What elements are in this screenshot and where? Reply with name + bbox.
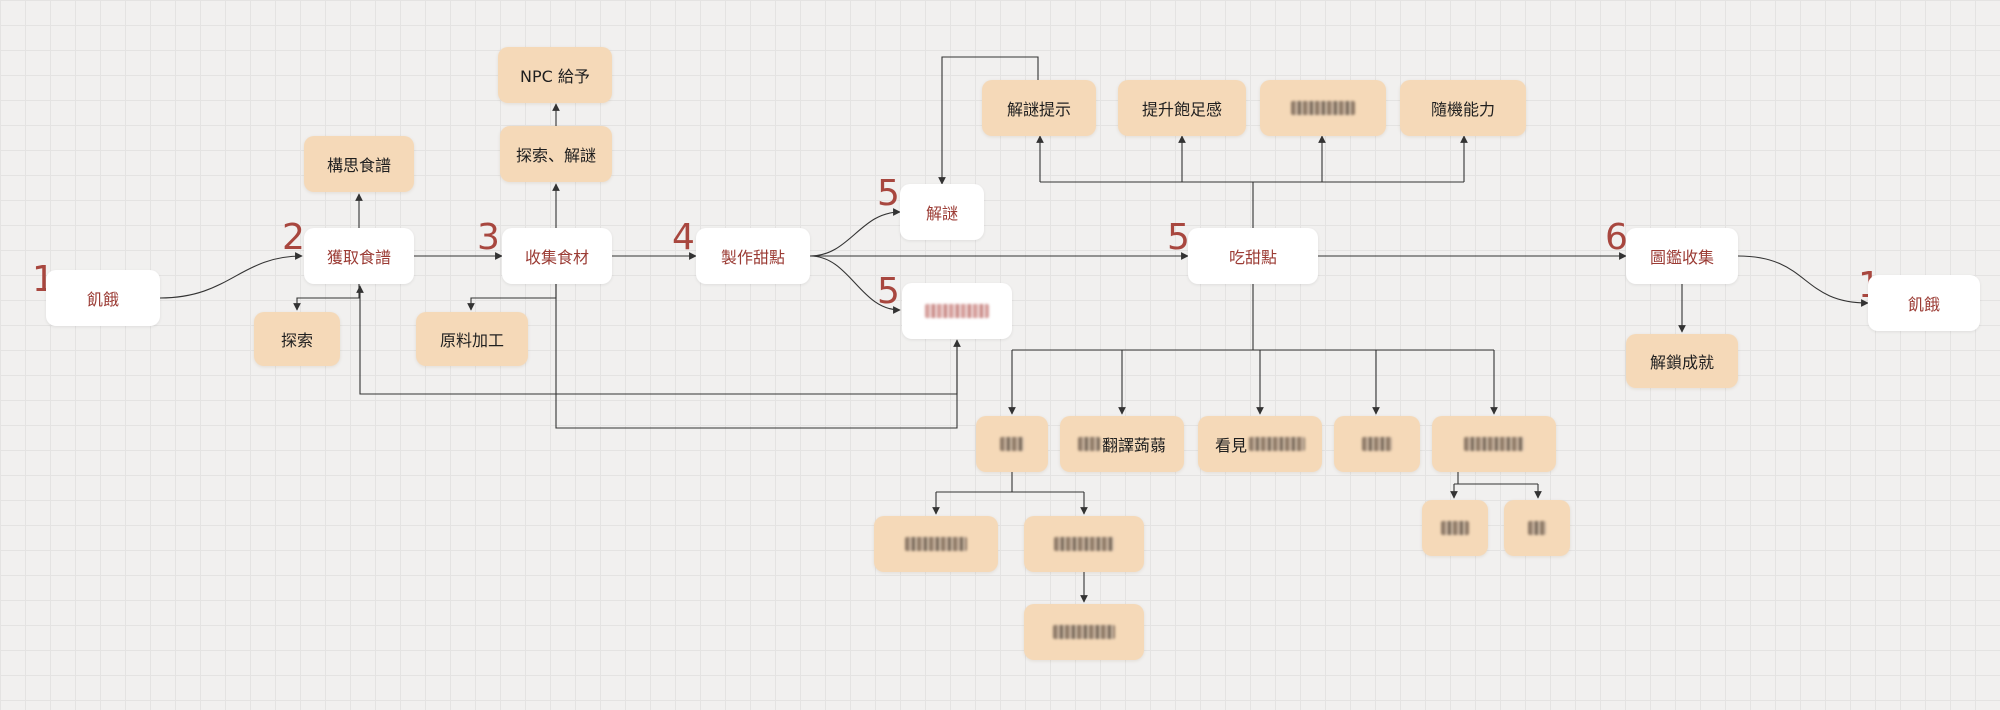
redacted-text [1528, 521, 1546, 535]
node-label: 吃甜點 [1228, 248, 1277, 267]
node-label: 探索 [280, 331, 313, 350]
step-number-make: 4 [672, 217, 695, 258]
edge-eat-downbus [1012, 284, 1494, 351]
node-eat-dessert[interactable]: 吃甜點 [1188, 228, 1318, 284]
redacted-text [1291, 101, 1355, 115]
node-label: 圖鑑收集 [1649, 248, 1714, 267]
node-collect-ingredients[interactable]: 收集食材 [502, 228, 612, 284]
edge-make-puzzle [809, 208, 901, 257]
node-eat-result-4[interactable] [1334, 416, 1420, 472]
step-number-get-recipe: 2 [282, 217, 305, 258]
node-label: 飢餓 [1907, 295, 1940, 314]
step-number-blurred-branch: 5 [877, 271, 900, 312]
redacted-text [1053, 625, 1115, 639]
edge-eat-upbus [1040, 181, 1464, 228]
node-label: 翻譯蒟蒻 [1101, 436, 1166, 455]
node-hunger-left[interactable]: 飢餓 [46, 270, 160, 326]
node-make-dessert[interactable]: 製作甜點 [696, 228, 810, 284]
edge-make-blurred [809, 255, 901, 314]
node-result5-child-2[interactable] [1504, 500, 1570, 556]
node-label: 解謎 [925, 204, 958, 223]
redacted-text [1464, 437, 1524, 451]
step-number-collect: 3 [477, 217, 500, 258]
redacted-text [1441, 521, 1469, 535]
node-label: 原料加工 [439, 331, 504, 350]
node-label: 獲取食譜 [326, 248, 391, 267]
step-number-eat: 5 [1167, 217, 1190, 258]
node-label: 構思食譜 [326, 156, 391, 175]
redacted-text [1077, 437, 1100, 451]
node-puzzle-hint[interactable]: 解謎提示 [982, 80, 1096, 136]
node-puzzle[interactable]: 解謎 [900, 184, 984, 240]
redacted-text [1000, 437, 1024, 451]
node-result1-grandchild[interactable] [1024, 604, 1144, 660]
node-collection[interactable]: 圖鑑收集 [1626, 228, 1738, 284]
node-eat-result-see[interactable]: 看見 [1198, 416, 1322, 472]
step-number-collection: 6 [1605, 217, 1628, 258]
node-satiety[interactable]: 提升飽足感 [1118, 80, 1246, 136]
node-label: 製作甜點 [720, 248, 785, 267]
node-eat-result-translate[interactable]: 翻譯蒟蒻 [1060, 416, 1184, 472]
node-explore-puzzle[interactable]: 探索、解謎 [500, 126, 612, 182]
edge-hint-puzzle [938, 56, 1039, 185]
node-label: 解謎提示 [1006, 100, 1071, 119]
edge-blurred-recipe-loop [356, 285, 958, 395]
node-get-recipe[interactable]: 獲取食譜 [304, 228, 414, 284]
step-number-puzzle: 5 [877, 173, 900, 214]
redacted-text [1249, 437, 1305, 451]
edge-d1-children [936, 472, 1084, 493]
node-eat-result-5[interactable] [1432, 416, 1556, 472]
node-blurred-top[interactable] [1260, 80, 1386, 136]
node-result5-child-1[interactable] [1422, 500, 1488, 556]
node-result1-child-2[interactable] [1024, 516, 1144, 572]
node-eat-result-1[interactable] [976, 416, 1048, 472]
node-explore[interactable]: 探索 [254, 312, 340, 366]
edge-collect-raw [467, 284, 557, 311]
node-result1-child-1[interactable] [874, 516, 998, 572]
redacted-text [1054, 537, 1114, 551]
edge-recipe-explore [293, 284, 360, 311]
edge-collection-hunger [1737, 255, 1869, 307]
redacted-text [905, 537, 967, 551]
redacted-text [1362, 437, 1392, 451]
node-label: 探索、解謎 [515, 146, 596, 165]
node-label: NPC 給予 [520, 67, 590, 86]
node-label: 隨機能力 [1430, 100, 1495, 119]
node-label: 收集食材 [524, 248, 589, 267]
node-label: 解鎖成就 [1649, 353, 1714, 372]
node-label: 提升飽足感 [1141, 100, 1222, 119]
node-raw-processing[interactable]: 原料加工 [416, 312, 528, 366]
node-label: 看見 [1214, 436, 1247, 455]
node-unlock-achievement[interactable]: 解鎖成就 [1626, 334, 1738, 388]
node-npc-give[interactable]: NPC 給予 [498, 47, 612, 103]
redacted-text [925, 304, 989, 318]
node-blurred-branch[interactable] [902, 283, 1012, 339]
node-label: 飢餓 [86, 290, 119, 309]
node-random-ability[interactable]: 隨機能力 [1400, 80, 1526, 136]
node-hunger-right[interactable]: 飢餓 [1868, 275, 1980, 331]
edge-d5-children [1454, 472, 1538, 485]
node-think-recipe[interactable]: 構思食譜 [304, 136, 414, 192]
edge-hunger-recipe [159, 252, 303, 299]
